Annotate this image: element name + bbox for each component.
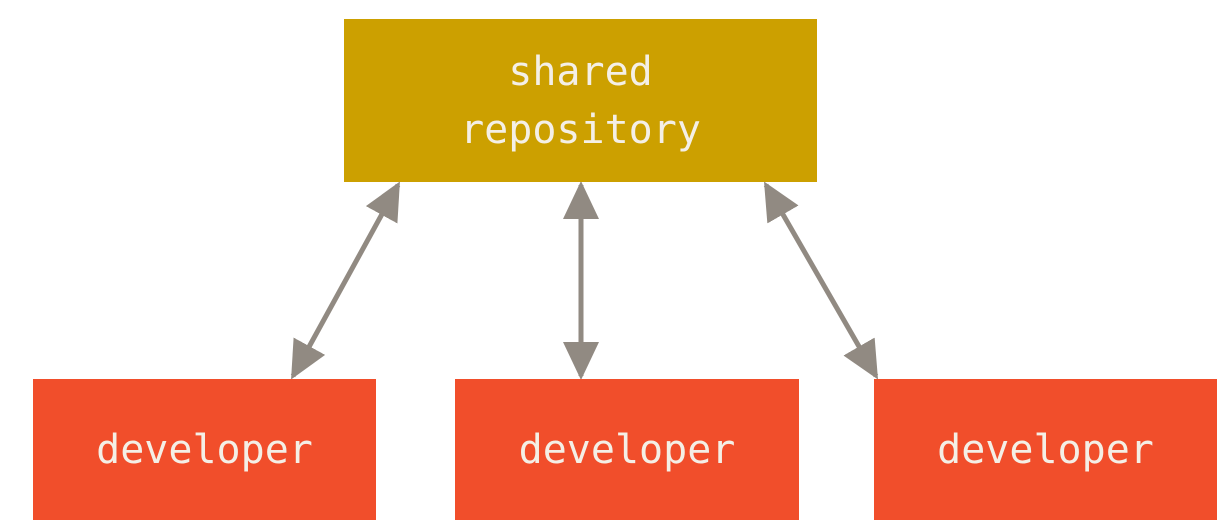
developer-node-2: developer [455,379,799,520]
developer-node-3: developer [874,379,1217,520]
developer-label: developer [937,426,1154,473]
repository-label-line-2: repository [460,106,701,153]
repository-label-line-1: shared [508,48,653,95]
developer-node-1: developer [33,379,376,520]
arrow-repository-developer-1 [290,181,401,380]
arrow-repository-developer-3 [763,181,879,380]
developer-label: developer [518,426,736,473]
shared-repository-node: shared repository [344,19,817,182]
developer-label: developer [96,426,313,473]
